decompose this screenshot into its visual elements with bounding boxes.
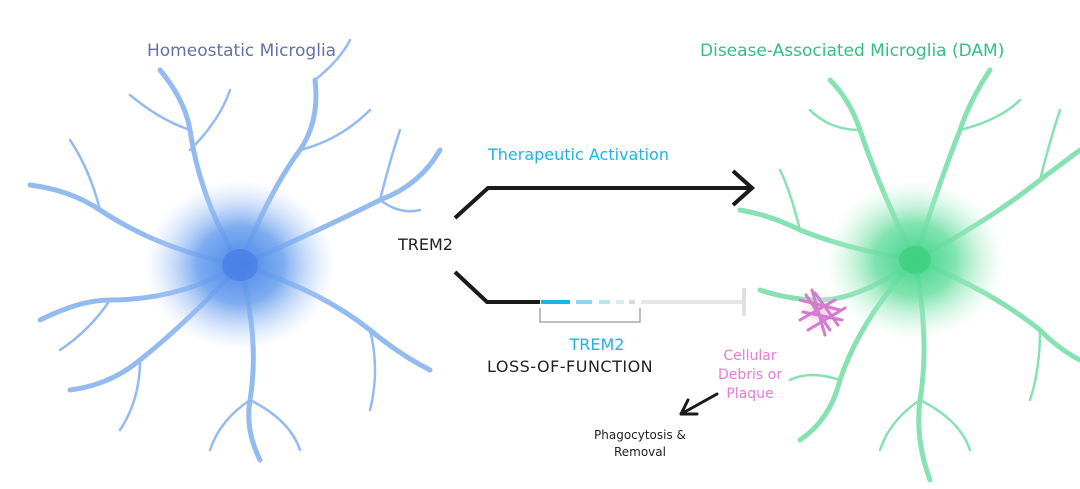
- homeostatic-title: Homeostatic Microglia: [147, 41, 337, 61]
- debris-line: Plaque: [726, 386, 774, 402]
- therapeutic-activation-label: Therapeutic Activation: [488, 145, 669, 164]
- loss-of-function-dashes: [541, 288, 746, 316]
- debris-line: Cellular: [723, 348, 777, 364]
- therapeutic-activation-arrow: [453, 186, 750, 220]
- phagocytosis-label: Phagocytosis & Removal: [594, 427, 686, 461]
- lof-label: LOSS-OF-FUNCTION: [487, 357, 654, 376]
- phago-line: Phagocytosis &: [594, 428, 686, 442]
- arrowhead-icon: [731, 169, 755, 207]
- lof-gene-label: TREM2: [569, 335, 625, 354]
- debris-label: Cellular Debris or Plaque: [718, 347, 782, 404]
- dam-title: Disease-Associated Microglia (DAM): [700, 41, 1005, 61]
- homeostatic-nucleus: [222, 249, 258, 281]
- plaque-icon: [794, 286, 847, 338]
- trem2-label: TREM2: [398, 235, 453, 254]
- phago-line: Removal: [613, 445, 666, 459]
- dam-nucleus: [899, 246, 931, 274]
- debris-line: Debris or: [718, 367, 782, 383]
- trem2-branch-line: [453, 270, 540, 304]
- loss-of-function-bracket: [539, 308, 641, 323]
- phagocytosis-arrow: [679, 392, 719, 416]
